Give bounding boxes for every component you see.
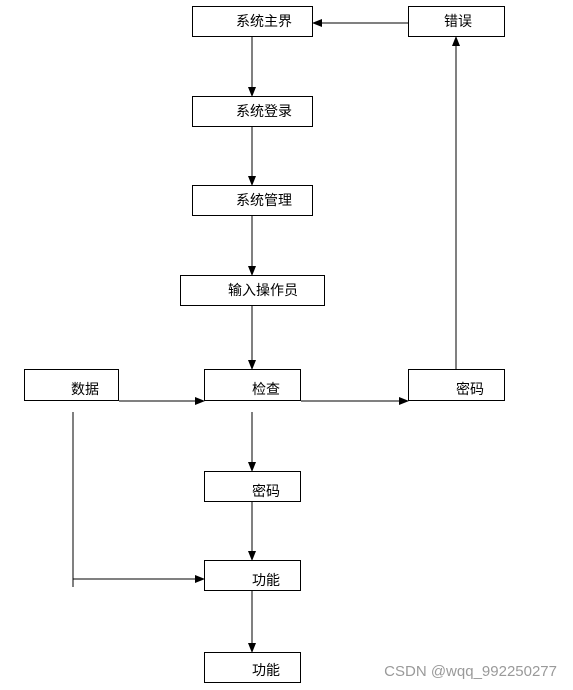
node-label: 功能 — [252, 663, 280, 679]
node-label: 错误 — [444, 14, 472, 30]
node-label: 系统管理 — [236, 193, 292, 209]
node-error: 错误 — [408, 6, 505, 37]
node-system-management: 系统管理 — [192, 185, 313, 216]
node-label: 密码 — [456, 382, 484, 398]
node-label: 系统主界 — [236, 14, 292, 30]
node-label: 输入操作员 — [228, 283, 298, 299]
csdn-watermark: CSDN @wqq_992250277 — [384, 663, 557, 680]
node-label: 功能 — [252, 573, 280, 589]
node-input-operator: 输入操作员 — [180, 275, 325, 306]
node-check: 检查 — [204, 369, 301, 401]
node-label: 系统登录 — [236, 104, 292, 120]
node-function-2: 功能 — [204, 652, 301, 683]
node-function-1: 功能 — [204, 560, 301, 591]
node-label: 密码 — [252, 484, 280, 500]
node-password-right: 密码 — [408, 369, 505, 401]
node-password-center: 密码 — [204, 471, 301, 502]
node-data: 数据 — [24, 369, 119, 401]
node-system-login: 系统登录 — [192, 96, 313, 127]
node-main-screen: 系统主界 — [192, 6, 313, 37]
node-label: 数据 — [71, 382, 99, 398]
node-label: 检查 — [252, 382, 280, 398]
